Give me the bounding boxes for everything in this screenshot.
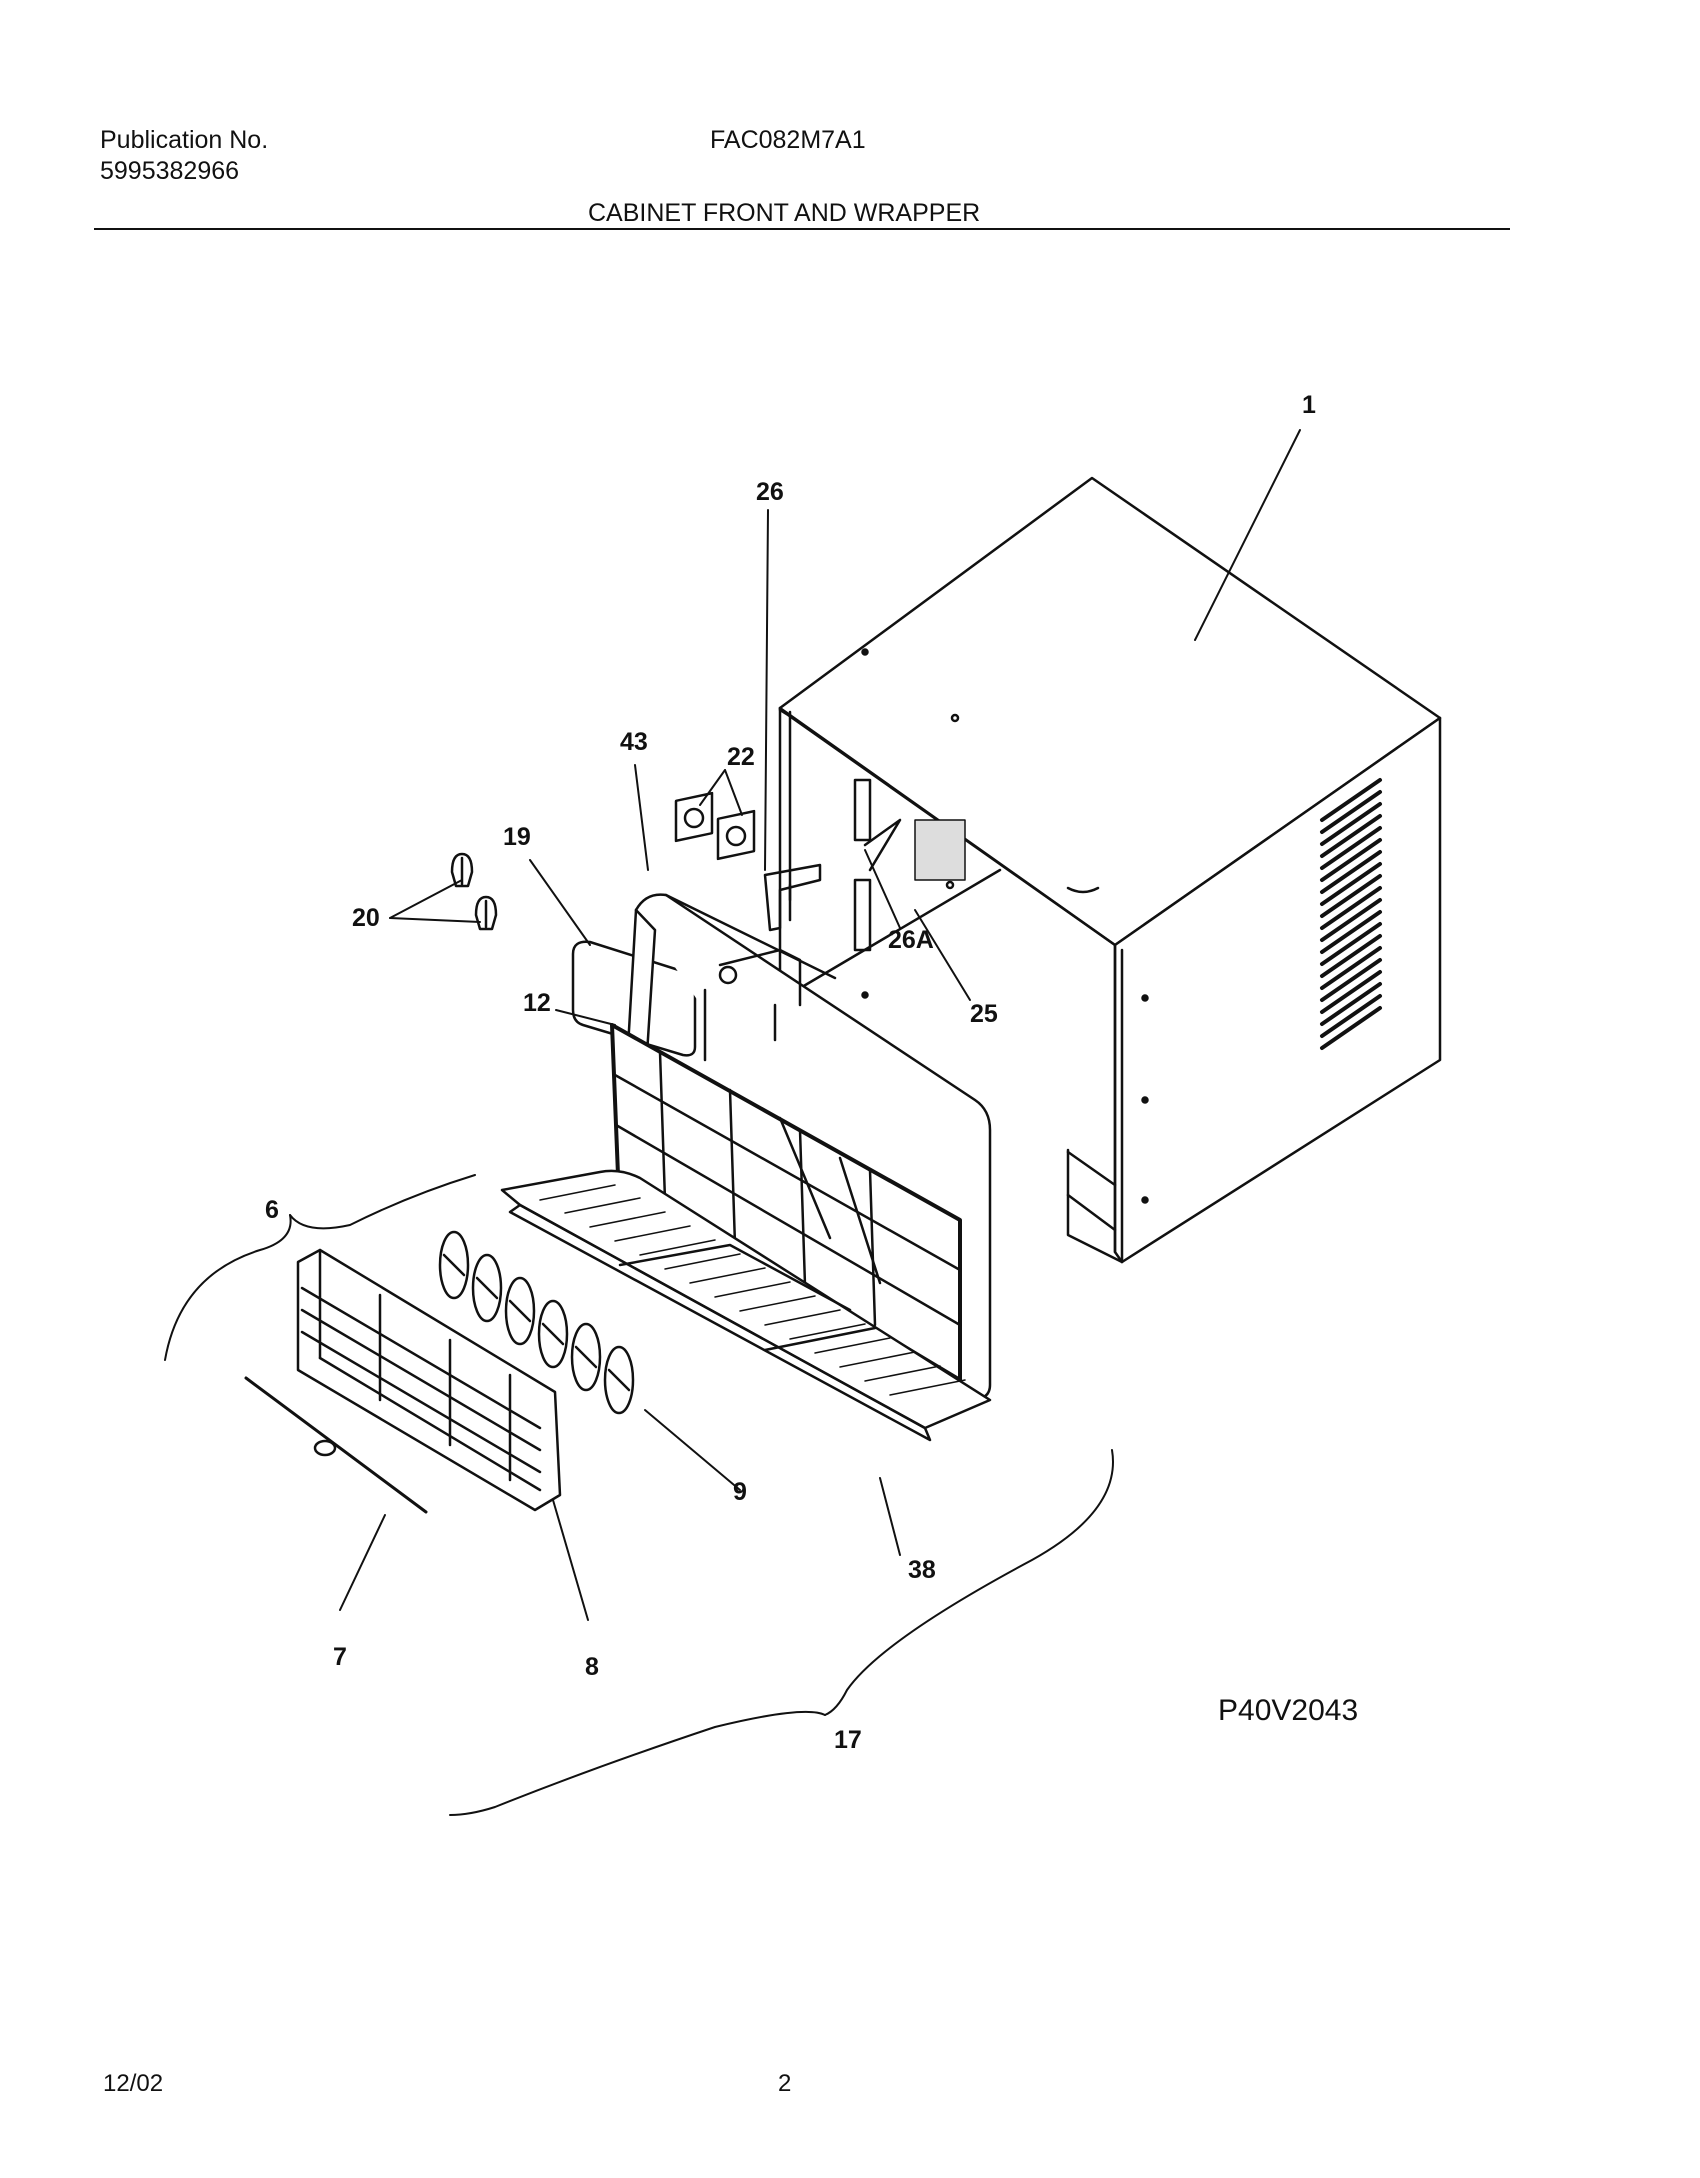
diagram-reference-code: P40V2043 — [1218, 1694, 1358, 1727]
callout-20: 20 — [352, 904, 380, 932]
side-bracket — [763, 863, 822, 932]
page-number: 2 — [778, 2070, 792, 2097]
callout-1: 1 — [1302, 391, 1316, 419]
callout-22: 22 — [727, 743, 755, 771]
header-rule — [94, 228, 1510, 230]
model-number: FAC082M7A1 — [710, 126, 866, 154]
callout-26a: 26A — [888, 926, 934, 954]
callout-19: 19 — [503, 823, 531, 851]
louver-linkage — [244, 1376, 428, 1514]
callout-7: 7 — [333, 1643, 347, 1671]
callout-9: 9 — [733, 1478, 747, 1506]
section-title: CABINET FRONT AND WRAPPER — [588, 199, 981, 227]
louver-discs — [438, 1230, 635, 1415]
footer-date: 12/02 — [103, 2070, 164, 2097]
knob-pair — [674, 791, 756, 861]
louver-frame — [296, 1248, 562, 1512]
cabinet-wrapper — [778, 476, 1442, 1264]
control-knobs — [450, 852, 498, 931]
callout-26: 26 — [756, 478, 784, 506]
callout-17: 17 — [834, 1726, 862, 1754]
front-panel — [500, 893, 992, 1442]
callout-6: 6 — [265, 1196, 279, 1224]
callout-12: 12 — [523, 989, 551, 1017]
callout-25: 25 — [970, 1000, 998, 1028]
callout-8: 8 — [585, 1653, 599, 1681]
callout-38: 38 — [908, 1556, 936, 1584]
callout-43: 43 — [620, 728, 648, 756]
publication-number: 5995382966 — [100, 157, 240, 185]
publication-label: Publication No. — [100, 126, 269, 154]
